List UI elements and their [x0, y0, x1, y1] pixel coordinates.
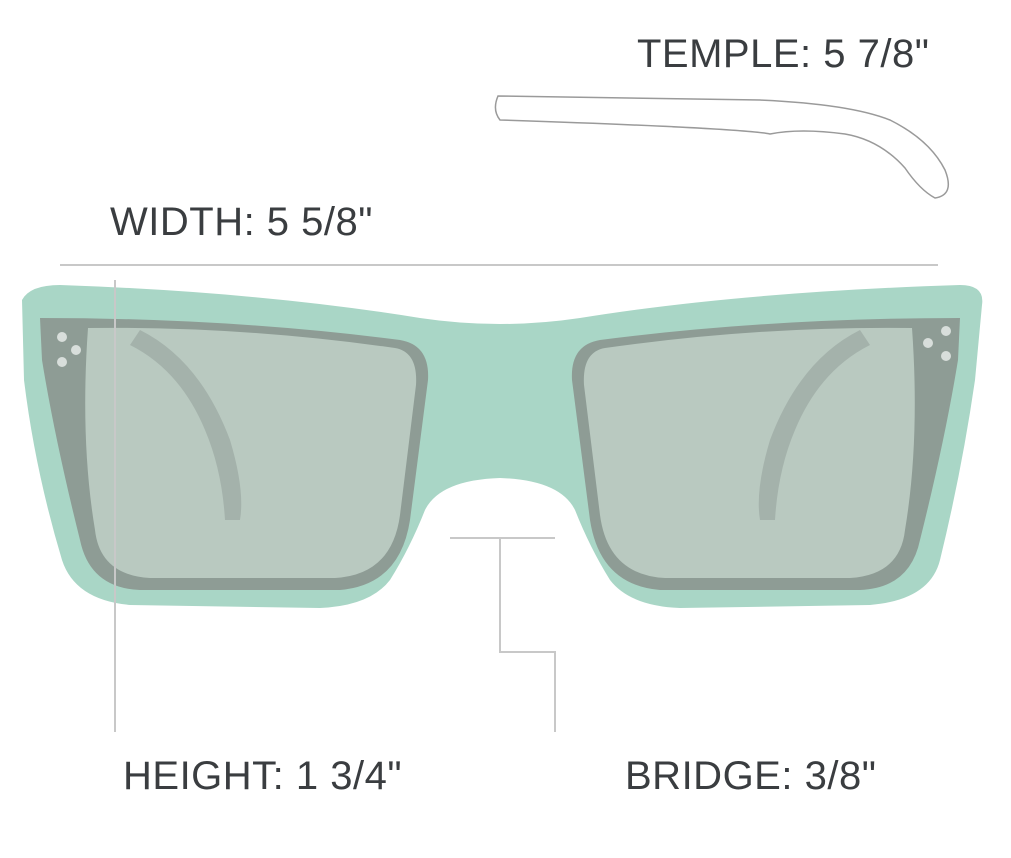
- bridge-measurement: BRIDGE: 3/8": [625, 754, 877, 798]
- left-rivets: [57, 332, 81, 367]
- left-lens: [85, 327, 417, 578]
- temple-arm-outline: [494, 95, 950, 199]
- height-measurement: HEIGHT: 1 3/4": [123, 754, 403, 798]
- temple-measurement: TEMPLE: 5 7/8": [637, 32, 930, 76]
- width-measurement: WIDTH: 5 5/8": [110, 200, 373, 244]
- right-lens: [583, 327, 915, 578]
- bridge-guide-line: [450, 537, 556, 732]
- left-temple-shadow: [130, 330, 242, 520]
- right-temple-shadow: [758, 330, 870, 520]
- right-rivets: [923, 326, 951, 361]
